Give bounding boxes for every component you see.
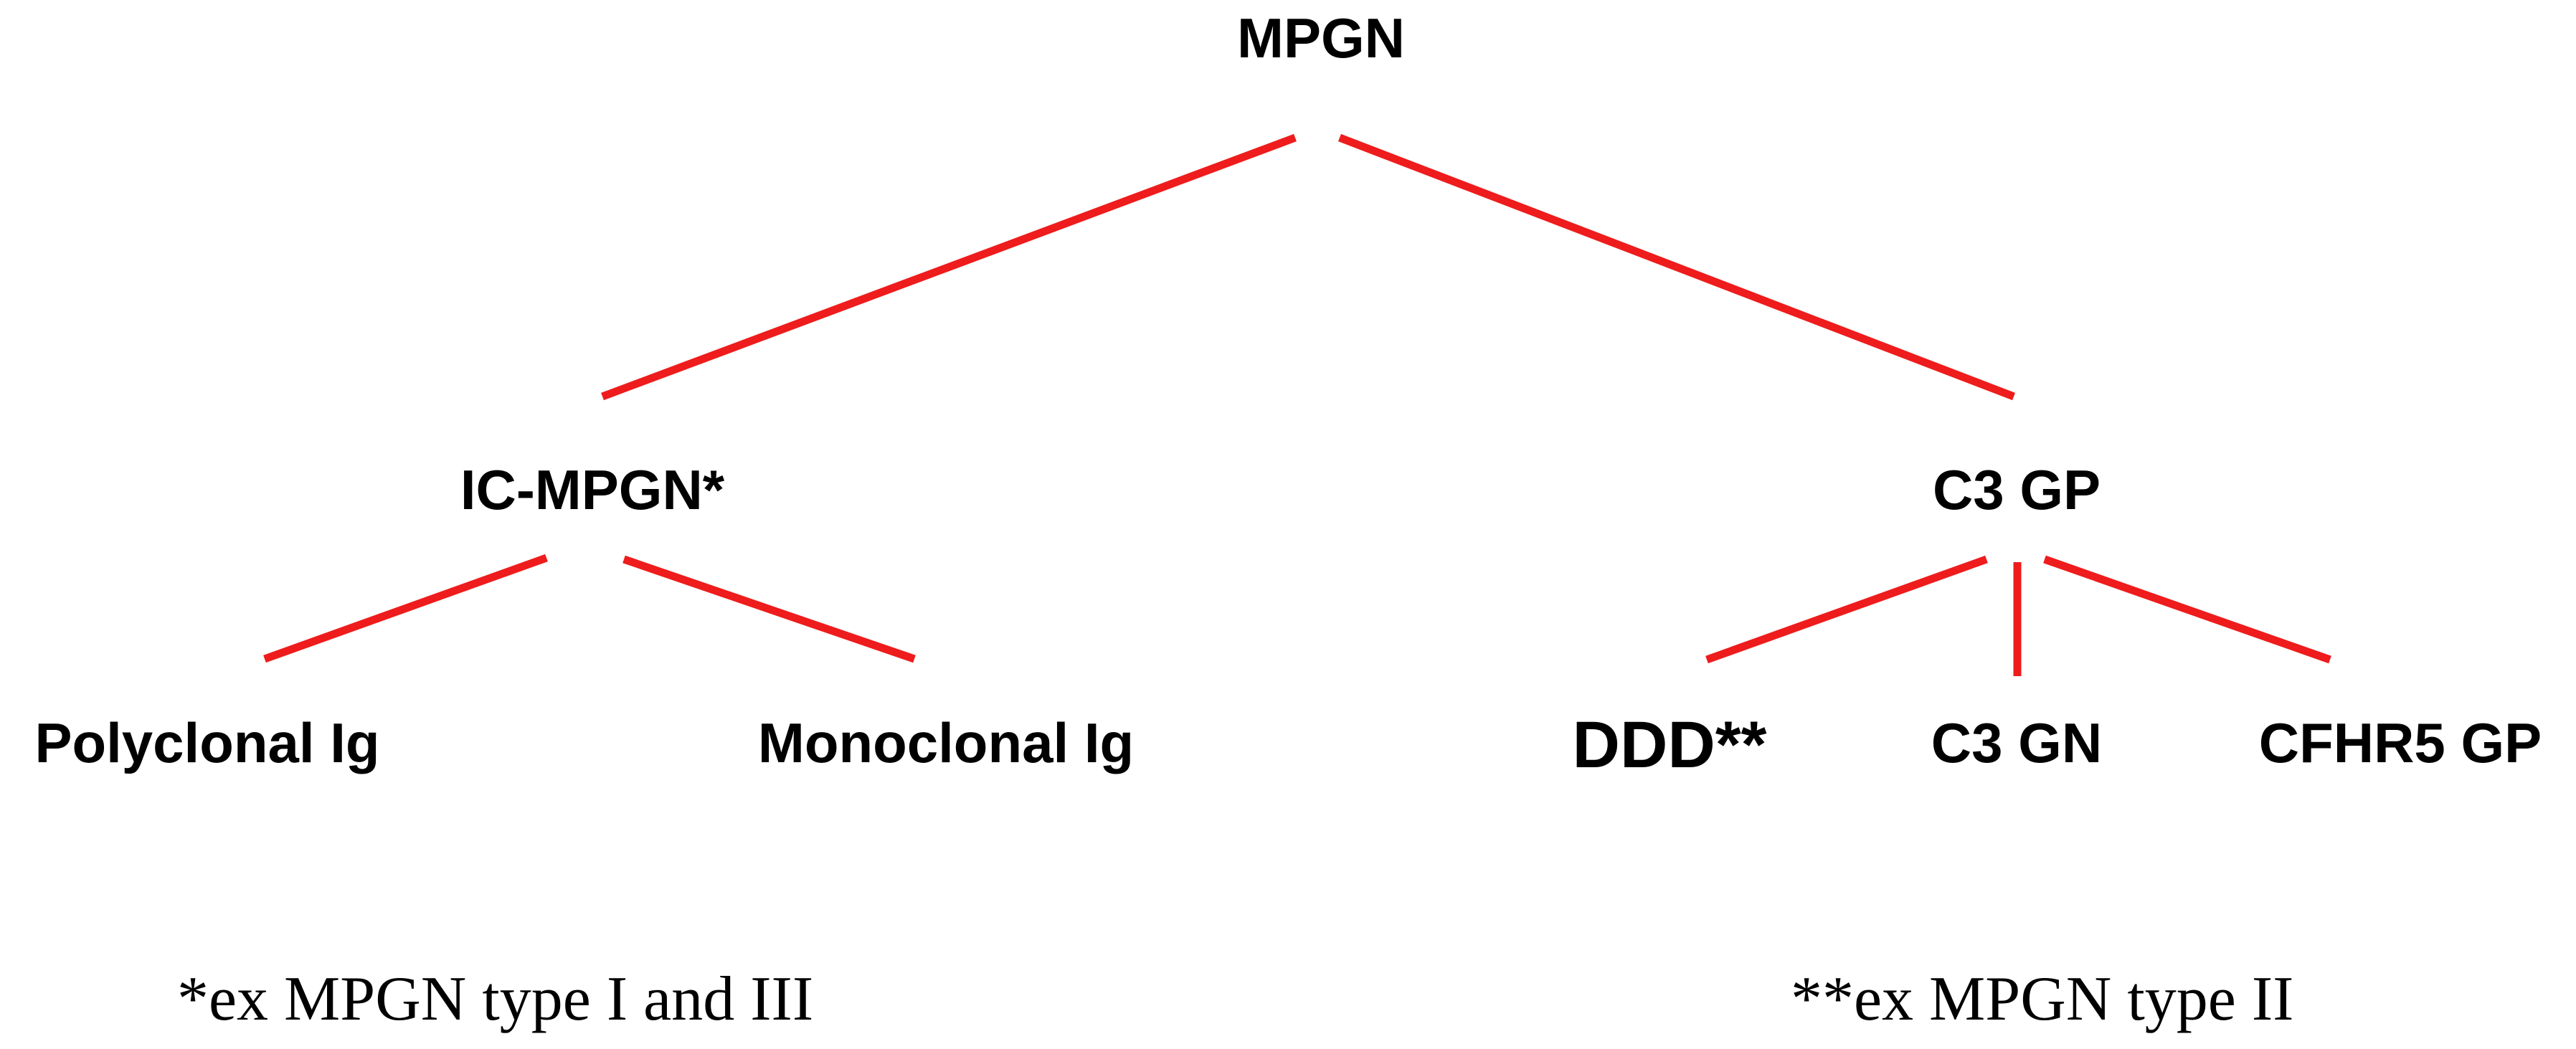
edge-ic-mpgn-to-monoclonal: [622, 555, 916, 663]
footnotes: *ex MPGN type I and III **ex MPGN type I…: [177, 964, 2293, 1034]
tree-edges: [263, 133, 2331, 676]
node-polyclonal-ig: Polyclonal Ig: [34, 711, 379, 774]
edge-c3-gp-to-ddd: [1705, 555, 1988, 664]
edge-mpgn-to-c3-gp: [1338, 133, 2015, 401]
edge-ic-mpgn-to-polyclonal: [263, 554, 548, 663]
edge-mpgn-to-ic-mpgn: [601, 133, 1297, 401]
footnote-ddd: **ex MPGN type II: [1791, 964, 2293, 1034]
footnote-ic-mpgn: *ex MPGN type I and III: [177, 964, 813, 1034]
tree-nodes: MPGN IC-MPGN* C3 GP Polyclonal Ig Monocl…: [34, 6, 2542, 782]
node-ic-mpgn: IC-MPGN*: [460, 458, 725, 521]
edge-c3-gp-to-cfhr5: [2043, 555, 2331, 664]
node-cfhr5-gp: CFHR5 GP: [2259, 711, 2542, 774]
node-c3-gp: C3 GP: [1933, 458, 2101, 521]
node-c3-gn: C3 GN: [1931, 711, 2102, 774]
node-monoclonal-ig: Monoclonal Ig: [758, 711, 1134, 774]
node-mpgn: MPGN: [1237, 6, 1405, 70]
node-ddd: DDD**: [1573, 708, 1767, 782]
